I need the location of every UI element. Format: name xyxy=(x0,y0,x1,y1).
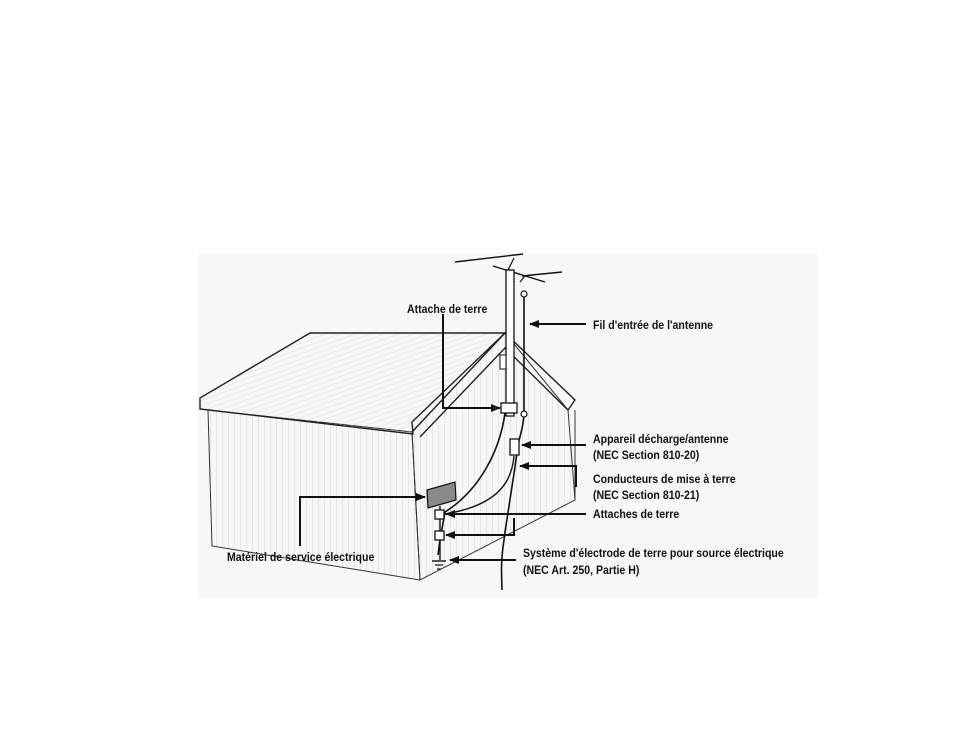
label-ground-clamps: Attaches de terre xyxy=(593,507,679,522)
mast-ground-clamp xyxy=(501,403,517,413)
label-discharge-unit-ref: (NEC Section 810-20) xyxy=(593,448,699,463)
label-grounding-conductors: Conducteurs de mise à terre xyxy=(593,472,736,487)
mast-bracket xyxy=(500,355,506,369)
label-service-equipment: Matériel de service électrique xyxy=(227,550,374,565)
label-electrode-system-ref: (NEC Art. 250, Partie H) xyxy=(523,563,639,578)
insulator xyxy=(521,411,527,417)
ground-clamp-lower xyxy=(435,531,444,540)
insulator xyxy=(521,291,527,297)
label-grounding-conductors-ref: (NEC Section 810-21) xyxy=(593,488,699,503)
label-ground-clamp: Attache de terre xyxy=(407,302,487,317)
antenna-mast xyxy=(506,270,514,416)
label-discharge-unit: Appareil décharge/antenne xyxy=(593,432,729,447)
house xyxy=(200,333,575,580)
label-antenna-lead-in: Fil d'entrée de l'antenne xyxy=(593,318,713,333)
antenna-discharge-unit xyxy=(510,439,519,455)
ground-clamp-upper xyxy=(435,510,444,519)
label-electrode-system: Système d'électrode de terre pour source… xyxy=(523,546,784,561)
